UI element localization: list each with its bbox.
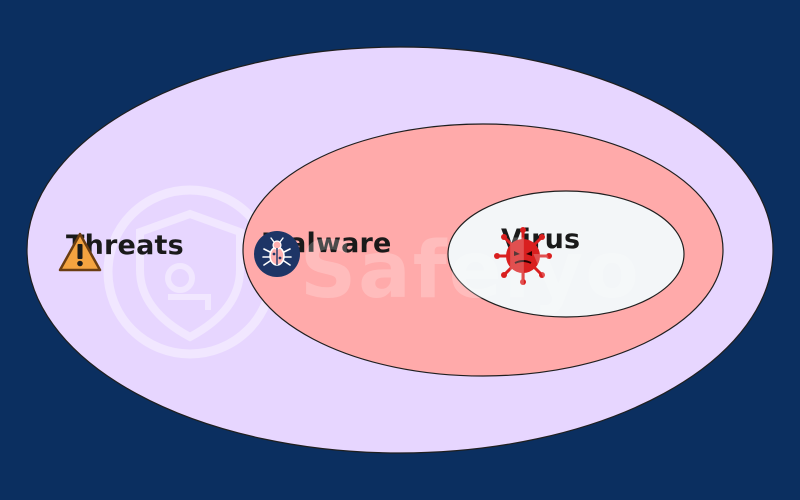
virus-label: Virus — [493, 226, 580, 285]
malware-label: Malware — [253, 230, 392, 277]
threats-label: Threats — [58, 232, 184, 272]
virus-ellipse — [447, 190, 685, 318]
